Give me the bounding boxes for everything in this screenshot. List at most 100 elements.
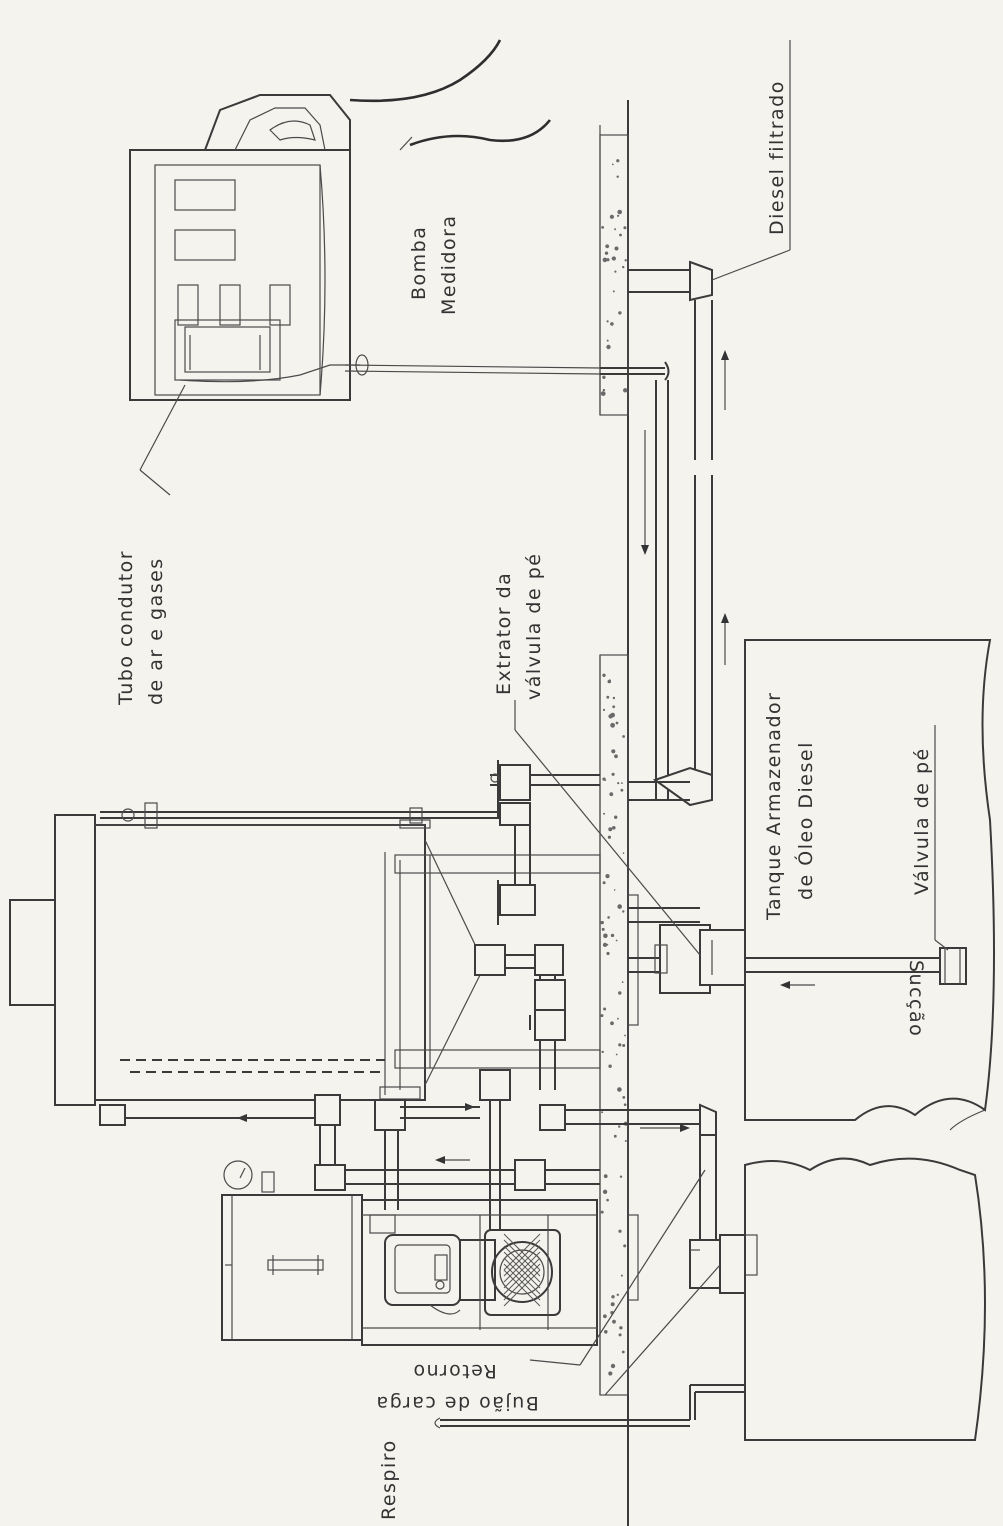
concrete-aggregate — [601, 1111, 604, 1114]
label-extrator-l1: Extrator da — [493, 572, 515, 695]
label-extrator-l2: válvula de pé — [523, 553, 545, 700]
concrete-aggregate — [610, 933, 615, 938]
label-tubo-l2: de ar e gases — [145, 557, 167, 705]
concrete-aggregate — [617, 214, 620, 217]
concrete-aggregate — [603, 1007, 607, 1011]
concrete-aggregate — [611, 163, 614, 166]
concrete-aggregate — [602, 388, 606, 392]
concrete-aggregate — [603, 1174, 608, 1179]
concrete-aggregate — [621, 782, 623, 784]
storage-tank-main — [744, 639, 995, 1131]
concrete-aggregate — [617, 1017, 619, 1020]
label-succao: Sucção — [905, 960, 927, 1037]
concrete-aggregate — [607, 916, 610, 919]
concrete-aggregate — [603, 812, 606, 815]
tank-fill-plug — [689, 1234, 746, 1294]
grille-line — [503, 1257, 541, 1295]
concrete-aggregate — [601, 226, 604, 229]
concrete-aggregate — [606, 339, 609, 342]
bujao-leader — [604, 1264, 721, 1396]
concrete-aggregate — [612, 290, 615, 293]
retorno-leader — [529, 1169, 706, 1366]
concrete-aggregate — [618, 311, 622, 315]
concrete-aggregate — [614, 228, 617, 231]
concrete-aggregate — [622, 735, 625, 738]
concrete-aggregate — [602, 777, 606, 781]
concrete-aggregate — [617, 209, 622, 215]
concrete-aggregate — [611, 772, 615, 776]
label-tubo-l1: Tubo condutor — [115, 550, 137, 706]
storage-tank-second — [744, 1157, 986, 1441]
concrete-aggregate — [602, 708, 606, 712]
label-respiro: Respiro — [378, 1439, 400, 1520]
concrete-aggregate — [610, 1302, 615, 1307]
concrete-aggregate — [617, 904, 622, 909]
concrete-aggregate — [612, 696, 616, 700]
concrete-speckle — [600, 159, 628, 1376]
concrete-aggregate — [604, 1330, 608, 1334]
concrete-aggregate — [606, 320, 609, 323]
concrete-aggregate — [619, 233, 622, 237]
label-retorno: Retorno — [412, 1360, 497, 1382]
concrete-aggregate — [618, 1125, 621, 1128]
concrete-aggregate — [620, 788, 624, 792]
concrete-aggregate — [619, 1326, 623, 1330]
concrete-aggregate — [622, 852, 625, 854]
concrete-aggregate — [602, 375, 606, 379]
concrete-aggregate — [616, 1293, 619, 1297]
concrete-aggregate — [615, 1053, 618, 1056]
concrete-aggregate — [617, 782, 620, 785]
concrete-aggregate — [600, 1014, 604, 1018]
concrete-aggregate — [621, 1350, 625, 1354]
concrete-aggregate — [616, 175, 619, 178]
concrete-aggregate — [612, 1319, 616, 1324]
concrete-aggregate — [621, 981, 624, 983]
concrete-aggregate — [608, 1064, 612, 1068]
concrete-aggregate — [604, 251, 609, 255]
concrete-aggregate — [606, 695, 610, 699]
concrete-aggregate — [602, 881, 606, 885]
tubo-condutor-leader — [139, 384, 186, 496]
concrete-aggregate — [606, 1198, 609, 1202]
concrete-aggregate — [615, 939, 618, 942]
concrete-aggregate — [600, 391, 606, 396]
label-valvula-pe: Válvula de pé — [911, 747, 933, 895]
concrete-aggregate — [608, 827, 613, 832]
concrete-aggregate — [624, 1034, 626, 1037]
concrete-aggregate — [622, 910, 625, 913]
concrete-aggregate — [623, 1103, 627, 1106]
concrete-aggregate — [611, 1295, 615, 1299]
concrete-aggregate — [622, 1096, 626, 1099]
concrete-aggregate — [610, 1363, 616, 1369]
concrete-aggregate — [609, 679, 611, 681]
concrete-aggregate — [623, 226, 627, 230]
concrete-aggregate — [614, 754, 618, 759]
concrete-aggregate — [623, 388, 628, 393]
concrete-aggregate — [605, 874, 610, 879]
concrete-aggregate — [611, 749, 616, 754]
concrete-aggregate — [600, 1210, 604, 1214]
label-tanque-l1: Tanque Armazenador — [763, 692, 785, 921]
concrete-aggregate — [602, 673, 606, 677]
concrete-aggregate — [606, 344, 611, 350]
foot-valve-extractor — [654, 924, 746, 994]
concrete-aggregate — [618, 991, 622, 995]
concrete-aggregate — [613, 889, 616, 891]
concrete-aggregate — [602, 257, 608, 263]
motor-grille — [503, 1233, 541, 1307]
concrete-aggregate — [614, 815, 618, 819]
concrete-aggregate — [603, 1314, 607, 1319]
concrete-aggregate — [602, 1189, 608, 1195]
concrete-aggregate — [605, 244, 610, 249]
concrete-aggregate — [616, 159, 620, 163]
valvula-pe-leader — [934, 725, 949, 951]
concrete-aggregate — [601, 927, 605, 931]
concrete-aggregate — [603, 933, 608, 939]
flow-arrows — [237, 350, 815, 1164]
concrete-aggregate — [600, 920, 604, 925]
concrete-slab-top — [599, 134, 629, 416]
concrete-aggregate — [613, 1134, 617, 1138]
concrete-aggregate — [607, 835, 612, 839]
concrete-aggregate — [610, 1021, 614, 1026]
diesel-filtrado-leader — [711, 40, 791, 281]
